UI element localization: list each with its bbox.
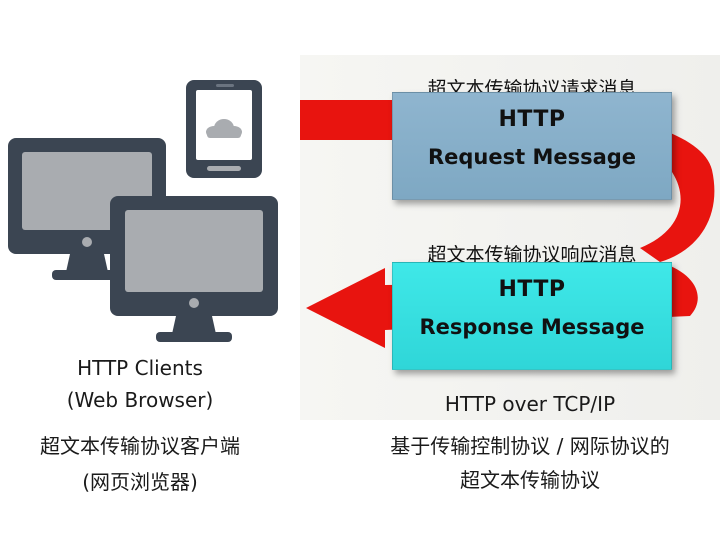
clients-cn-subtitle: (网页浏览器) [82,470,198,494]
response-box-subtitle: Response Message [419,315,645,339]
protocol-cn-line2: 超文本传输协议 [460,468,600,492]
response-message-box: HTTP Response Message [392,262,672,370]
clients-subtitle: (Web Browser) [66,388,214,412]
request-box-title: HTTP [498,107,566,132]
request-box-subtitle: Request Message [427,145,637,169]
response-box-title: HTTP [498,277,566,302]
request-message-box: HTTP Request Message [392,92,672,200]
cloud-icon [206,119,242,138]
response-cn-caption: 超文本传输协议响应消息 [427,244,637,266]
phone-icon [186,80,262,178]
protocol-title: HTTP over TCP/IP [444,392,616,416]
clients-cn-title: 超文本传输协议客户端 [40,434,240,458]
response-arrow-head [306,268,385,348]
clients-title: HTTP Clients [77,356,203,380]
protocol-cn-line1: 基于传输控制协议 / 网际协议的 [390,434,670,458]
desktop-monitor-icon [110,196,278,342]
